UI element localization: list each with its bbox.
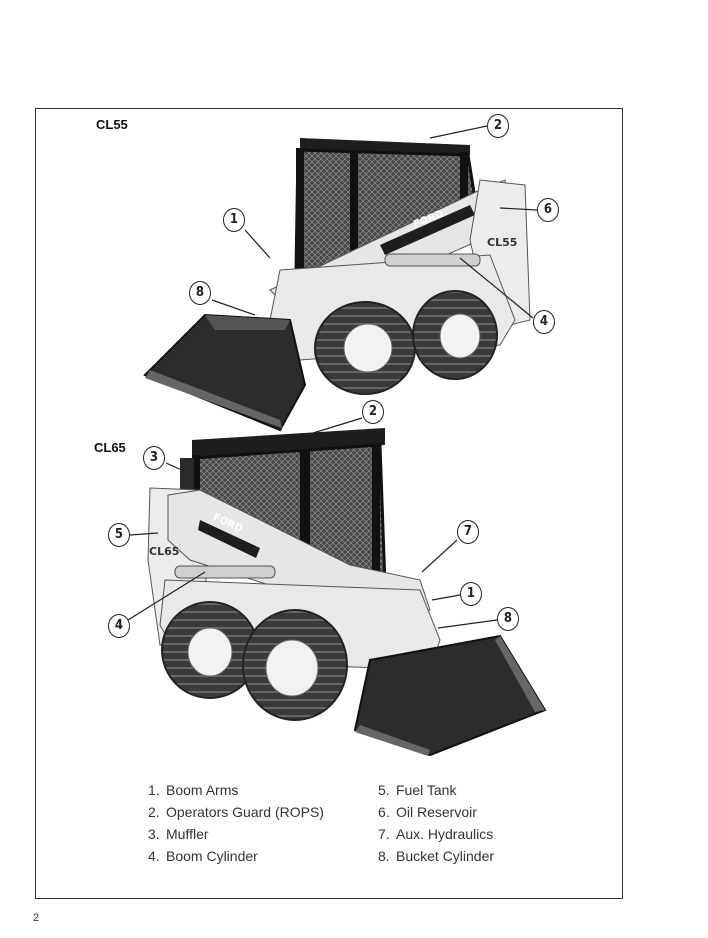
- callout-bottom-rops: 2: [362, 400, 384, 424]
- callout-top-boom-cylinder: 4: [533, 310, 555, 334]
- legend-item: 3.Muffler: [148, 826, 209, 842]
- legend-right: 5.Fuel Tank 6.Oil Reservoir 7.Aux. Hydra…: [378, 779, 494, 867]
- bucket-top: [143, 313, 307, 432]
- model-decal-bottom: CL65: [149, 545, 180, 558]
- legend-item: 4.Boom Cylinder: [148, 848, 258, 864]
- callout-bottom-bucket-cylinder: 8: [497, 607, 519, 631]
- model-label-bottom: CL65: [94, 440, 126, 455]
- page-number: 2: [33, 912, 40, 924]
- callout-bottom-fuel-tank: 5: [108, 523, 130, 547]
- model-label-top: CL55: [96, 117, 128, 132]
- callout-bottom-aux-hydraulics: 7: [457, 520, 479, 544]
- legend-item: 7.Aux. Hydraulics: [378, 826, 494, 842]
- legend-item: 8.Bucket Cylinder: [378, 848, 495, 864]
- legend-item: 6.Oil Reservoir: [378, 804, 477, 820]
- callout-top-oil-reservoir: 6: [537, 198, 559, 222]
- legend-left: 1.Boom Arms 2.Operators Guard (ROPS) 3.M…: [148, 779, 324, 867]
- legend-item: 1.Boom Arms: [148, 782, 239, 798]
- machine-cl65: [147, 428, 547, 757]
- callout-bottom-muffler: 3: [143, 446, 165, 470]
- figure-frame: [35, 108, 623, 899]
- callout-top-boom-arms: 1: [223, 208, 245, 232]
- callout-top-bucket-cylinder: 8: [189, 281, 211, 305]
- callout-bottom-boom-arms: 1: [460, 582, 482, 606]
- legend-item: 5.Fuel Tank: [378, 782, 457, 798]
- legend-item: 2.Operators Guard (ROPS): [148, 804, 324, 820]
- callout-top-rops: 2: [487, 114, 509, 138]
- callout-bottom-boom-cylinder: 4: [108, 614, 130, 638]
- machine-cl55: [143, 138, 531, 432]
- model-decal-top: CL55: [487, 236, 518, 249]
